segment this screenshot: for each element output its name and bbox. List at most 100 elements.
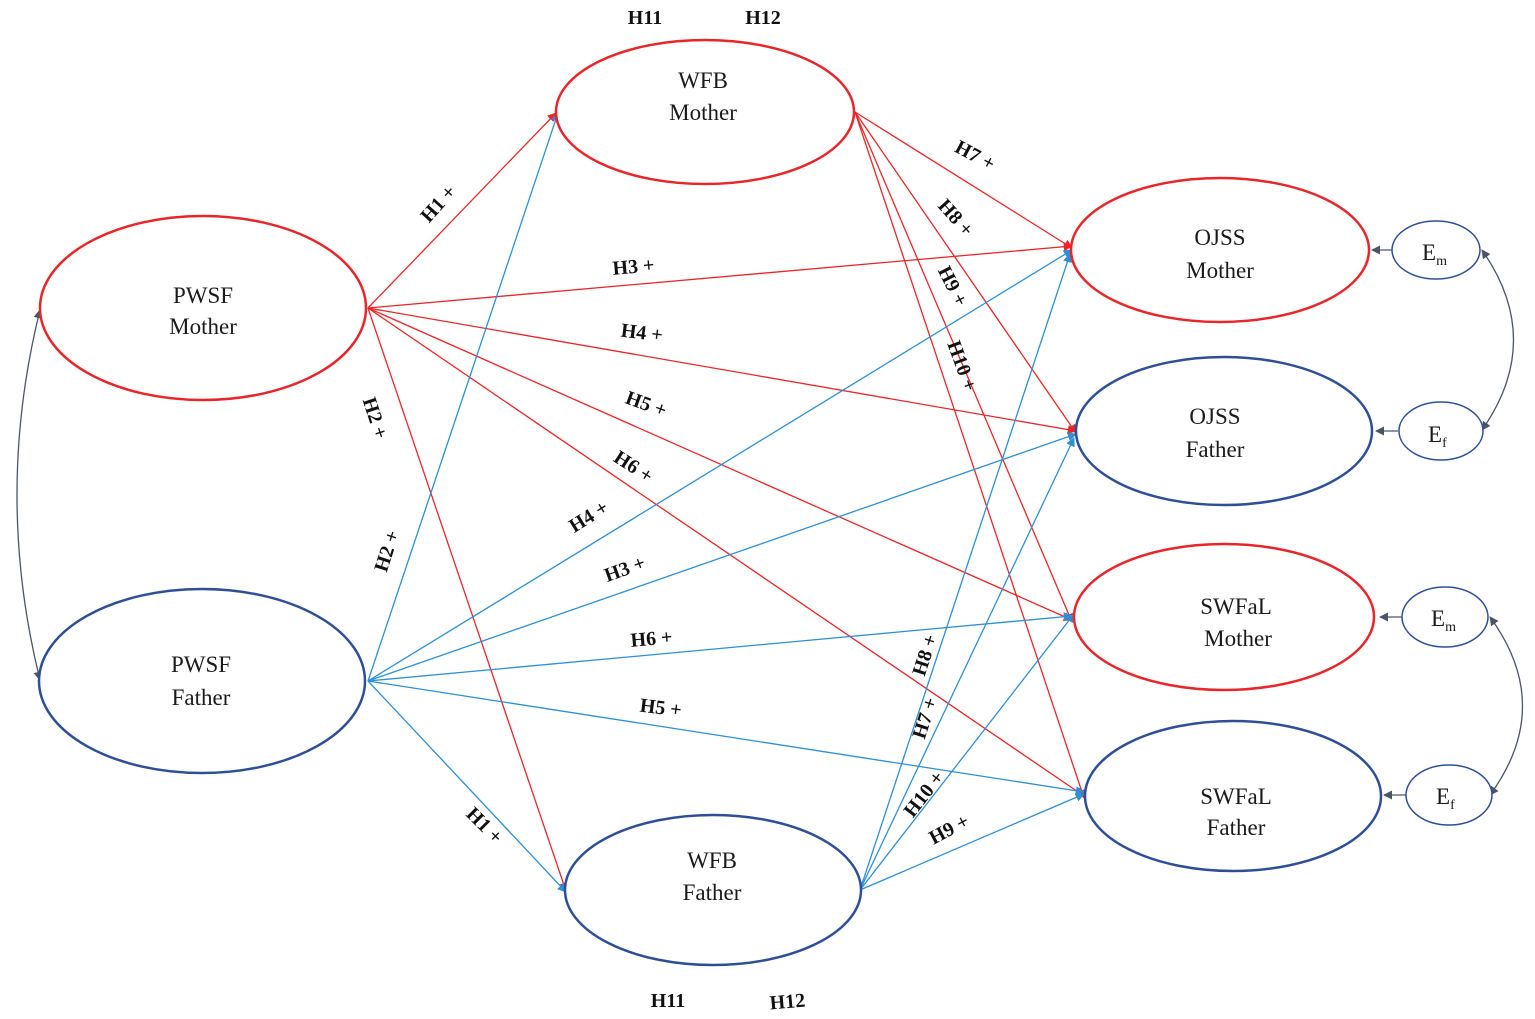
path-h6-father (367, 612, 1073, 682)
node-label-line1: OJSS (1189, 404, 1240, 429)
node-label-line1: OJSS (1194, 225, 1245, 250)
label-h9-mother: H9 + (933, 263, 972, 310)
path-h9-father (859, 793, 1085, 891)
error-base: E (1422, 240, 1436, 265)
error-e1: Em (1391, 220, 1481, 280)
error-e2: Ef (1398, 401, 1484, 461)
node-label-line2: Father (683, 880, 742, 905)
covariance-errors-ojss (1481, 249, 1515, 431)
node-ojss-mother: OJSS Mother (1069, 176, 1371, 324)
label-h2-father: H2 + (370, 528, 404, 575)
node-label-line1: WFB (678, 68, 728, 93)
path-h10-father (859, 613, 1075, 891)
path-h8-mother (854, 111, 1077, 434)
path-h8-father (859, 253, 1072, 891)
error-label: Ef (1436, 784, 1455, 813)
paths-pwsf-mother (367, 112, 1085, 892)
paths-wfb-father (859, 253, 1085, 891)
node-wfb-father: WFB Father (563, 813, 863, 967)
error-e3: Em (1401, 586, 1489, 648)
label-h6-mother: H6 + (610, 446, 657, 487)
node-label-line2: Father (1207, 815, 1266, 840)
node-label-line1: PWSF (173, 283, 233, 308)
path-h3-father (367, 432, 1077, 682)
label-h11-bottom: H11 (651, 990, 685, 1012)
node-ojss-mother-shape (1069, 176, 1371, 324)
error-label: Em (1431, 606, 1456, 635)
path-h2-mother (367, 307, 568, 892)
node-swfal-father-shape (1083, 719, 1383, 873)
label-h10-father: H10 + (900, 767, 949, 821)
node-pwsf-father-shape (37, 587, 367, 775)
label-h5-mother: H5 + (623, 387, 670, 422)
path-h10-mother (854, 111, 1086, 799)
node-label-line2: Father (172, 685, 231, 710)
path-h2-father (367, 112, 560, 682)
path-h7-mother (854, 111, 1073, 249)
error-sub: m (1436, 254, 1447, 269)
node-label-line2: Mother (1204, 626, 1272, 651)
label-h1-mother: H1 + (416, 181, 460, 227)
node-label-line2: Father (1186, 437, 1245, 462)
error-label: Em (1422, 240, 1447, 269)
error-e4-shape (1405, 764, 1493, 826)
node-label-line1: SWFaL (1200, 784, 1272, 809)
label-h10-mother: H10 + (942, 338, 980, 394)
node-wfb-father-shape (563, 813, 863, 967)
error-sub: f (1450, 798, 1455, 813)
label-h5-father: H5 + (639, 695, 683, 722)
node-label-line2: Mother (1186, 258, 1254, 283)
node-label-line2: Mother (669, 100, 737, 125)
label-h7-father: H7 + (908, 695, 942, 742)
node-pwsf-mother: PWSF Mother (38, 214, 368, 402)
node-swfal-father: SWFaL Father (1083, 719, 1383, 873)
label-h6-father: H6 + (630, 626, 674, 652)
node-pwsf-father: PWSF Father (37, 587, 367, 775)
label-h11-top: H11 (628, 7, 662, 29)
label-h3-mother: H3 + (612, 254, 656, 280)
covariance-errors-swfal (1489, 616, 1524, 796)
error-e4: Ef (1405, 764, 1493, 826)
path-h5-mother (367, 307, 1073, 621)
covariance-pwsf (16, 309, 43, 681)
path-h4-father (367, 249, 1073, 682)
label-h3-father: H3 + (601, 552, 648, 587)
label-h2-mother: H2 + (358, 395, 392, 442)
error-base: E (1431, 606, 1445, 631)
error-base: E (1436, 784, 1450, 809)
node-ojss-father: OJSS Father (1074, 355, 1374, 507)
label-h7-mother: H7 + (951, 136, 998, 175)
label-h4-mother: H4 + (620, 320, 664, 347)
node-pwsf-mother-shape (38, 214, 368, 402)
error-label: Ef (1428, 422, 1447, 451)
label-h1-father: H1 + (462, 803, 507, 848)
error-sub: f (1442, 436, 1447, 451)
path-h6-mother (367, 307, 1085, 797)
error-e2-shape (1398, 401, 1484, 461)
label-h4-father: H4 + (565, 496, 612, 537)
path-h9-mother (854, 111, 1073, 623)
paths-pwsf-father (367, 112, 1085, 893)
path-h7-father (859, 437, 1075, 891)
node-label-line1: WFB (687, 848, 737, 873)
error-terms (1371, 245, 1524, 800)
paths-wfb-mother (854, 111, 1086, 799)
node-wfb-mother-shape (554, 38, 856, 186)
node-label-line1: SWFaL (1200, 594, 1272, 619)
node-wfb-mother: WFB Mother (554, 38, 856, 186)
label-h8-mother: H8 + (933, 195, 977, 241)
node-ojss-father-shape (1074, 355, 1374, 507)
label-h12-top: H12 (745, 7, 781, 29)
node-swfal-mother-shape (1072, 542, 1376, 692)
error-e3-shape (1401, 586, 1489, 648)
path-h1-mother (367, 112, 557, 309)
node-swfal-mother: SWFaL Mother (1072, 542, 1376, 692)
path-h5-father (367, 680, 1085, 796)
node-label-line2: Mother (169, 314, 237, 339)
label-h12-bottom: H12 (769, 990, 806, 1015)
node-label-line1: PWSF (171, 652, 231, 677)
path-h1-father (367, 680, 567, 893)
label-h9-father: H9 + (925, 810, 972, 849)
error-sub: m (1445, 620, 1456, 635)
